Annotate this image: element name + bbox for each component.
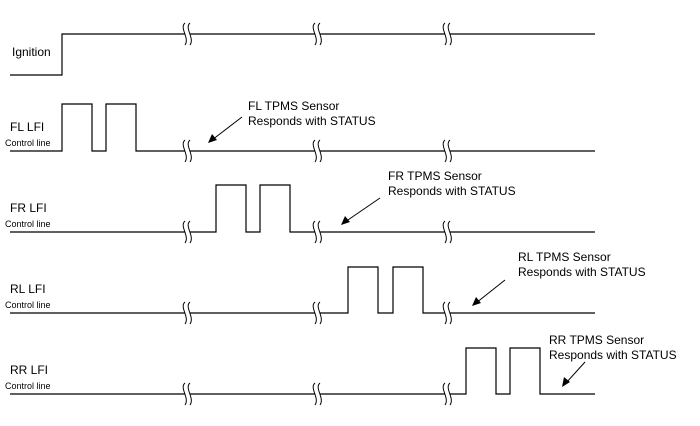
rl-lfi-waveform xyxy=(10,266,595,314)
time-break-gap xyxy=(445,31,450,37)
signal-labels: Ignition FL LFI Control line FR LFI Cont… xyxy=(5,45,51,391)
time-break-symbol xyxy=(317,220,322,244)
time-break-symbol xyxy=(187,220,192,244)
time-break-symbol xyxy=(182,139,187,163)
time-break-gap xyxy=(185,391,190,397)
annotation-arrows xyxy=(208,116,586,387)
fr-lfi-label: FR LFI xyxy=(10,201,47,215)
time-breaks xyxy=(182,22,452,406)
time-break-gap xyxy=(315,148,320,154)
time-break-symbol xyxy=(447,301,452,325)
time-break-gap xyxy=(445,229,450,235)
time-break-gap xyxy=(185,229,190,235)
rl-control-line-label: Control line xyxy=(5,300,51,310)
time-break-gap xyxy=(445,310,450,316)
fl-annotation-line1: FL TPMS Sensor xyxy=(248,99,339,113)
time-break-symbol xyxy=(447,22,452,46)
time-break-gap xyxy=(315,310,320,316)
fl-arrowhead xyxy=(208,134,217,143)
rr-arrow xyxy=(565,361,586,384)
fl-lfi-waveform xyxy=(10,103,595,152)
rr-control-line-label: Control line xyxy=(5,381,51,391)
annotations: FL TPMS Sensor Responds with STATUS FR T… xyxy=(248,99,677,362)
fr-lfi-waveform xyxy=(10,184,595,233)
time-break-symbol xyxy=(312,22,317,46)
time-break-gap xyxy=(315,229,320,235)
time-break-symbol xyxy=(312,382,317,406)
time-break-symbol xyxy=(442,22,447,46)
time-break-symbol xyxy=(442,382,447,406)
time-break-symbol xyxy=(312,139,317,163)
rl-arrowhead xyxy=(472,297,481,306)
time-break-symbol xyxy=(312,301,317,325)
ignition-label: Ignition xyxy=(12,45,51,59)
time-break-gap xyxy=(185,148,190,154)
time-break-symbol xyxy=(182,220,187,244)
time-break-gap xyxy=(185,31,190,37)
time-break-symbol xyxy=(187,22,192,46)
rr-annotation-line2: Responds with STATUS xyxy=(549,348,677,362)
fl-arrow xyxy=(211,116,243,141)
rl-annotation-line2: Responds with STATUS xyxy=(518,265,646,279)
ignition-waveform xyxy=(10,33,595,76)
time-break-symbol xyxy=(317,22,322,46)
time-break-gap xyxy=(315,391,320,397)
fr-annotation-line2: Responds with STATUS xyxy=(388,184,516,198)
rr-lfi-label: RR LFI xyxy=(10,363,48,377)
rr-arrowhead xyxy=(562,377,570,387)
time-break-gap xyxy=(445,148,450,154)
time-break-symbol xyxy=(317,382,322,406)
time-break-symbol xyxy=(182,301,187,325)
fl-lfi-label: FL LFI xyxy=(10,120,44,134)
time-break-symbol xyxy=(312,220,317,244)
time-break-symbol xyxy=(182,22,187,46)
time-break-gap xyxy=(315,31,320,37)
time-break-symbol xyxy=(187,301,192,325)
time-break-symbol xyxy=(317,301,322,325)
fr-control-line-label: Control line xyxy=(5,219,51,229)
fl-annotation-line2: Responds with STATUS xyxy=(248,114,376,128)
time-break-symbol xyxy=(447,382,452,406)
time-break-symbol xyxy=(447,220,452,244)
fr-annotation-line1: FR TPMS Sensor xyxy=(388,169,482,183)
fr-arrow xyxy=(344,197,381,223)
rl-arrow xyxy=(475,279,506,304)
rr-annotation-line1: RR TPMS Sensor xyxy=(549,333,644,347)
time-break-symbol xyxy=(317,139,322,163)
time-break-gap xyxy=(445,391,450,397)
rl-annotation-line1: RL TPMS Sensor xyxy=(518,250,611,264)
time-break-symbol xyxy=(442,139,447,163)
rl-lfi-label: RL LFI xyxy=(10,282,46,296)
waveforms xyxy=(10,33,595,395)
fr-arrowhead xyxy=(341,216,350,225)
time-break-gap xyxy=(185,310,190,316)
time-break-symbol xyxy=(442,220,447,244)
time-break-symbol xyxy=(187,139,192,163)
time-break-symbol xyxy=(182,382,187,406)
fl-control-line-label: Control line xyxy=(5,138,51,148)
time-break-symbol xyxy=(447,139,452,163)
time-break-symbol xyxy=(187,382,192,406)
time-break-symbol xyxy=(442,301,447,325)
rr-lfi-waveform xyxy=(10,347,595,395)
